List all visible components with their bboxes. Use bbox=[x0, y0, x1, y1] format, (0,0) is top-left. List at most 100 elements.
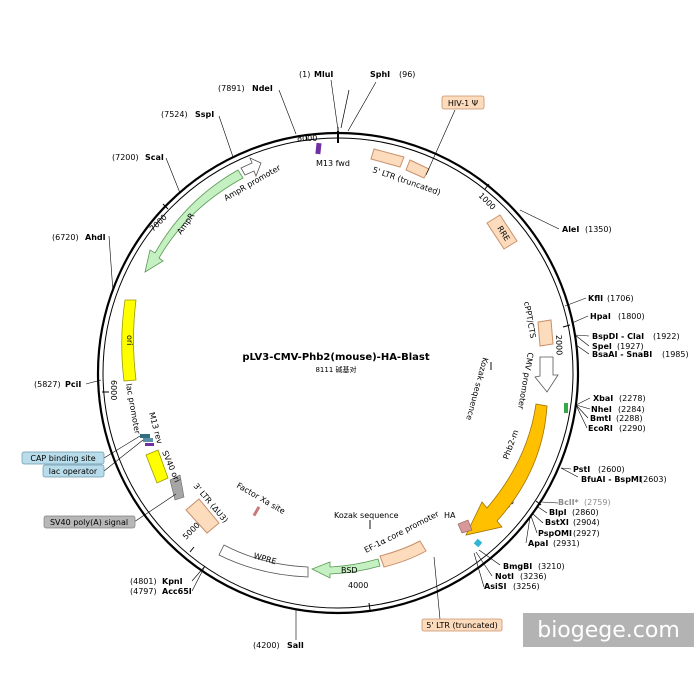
noti-cluster-marker bbox=[473, 538, 483, 548]
cmv-promoter-feature bbox=[534, 356, 559, 393]
site-kfli-pos: (1706) bbox=[607, 294, 634, 303]
plasmid-title: pLV3-CMV-Phb2(mouse)-HA-Blast bbox=[242, 352, 429, 363]
site-snabi-name: BsaAI - SnaBI bbox=[592, 350, 652, 359]
wpre-feature bbox=[218, 544, 309, 578]
site-bstxi-name: BstXI bbox=[545, 518, 569, 527]
site-sphi-name: SphI bbox=[370, 70, 390, 79]
site-pcii-pos: (5827) bbox=[34, 380, 61, 389]
5ltr-box bbox=[421, 618, 503, 632]
site-bcli-name: BclI* bbox=[558, 498, 580, 507]
site-sali-name: SalI bbox=[287, 641, 304, 650]
kozak2-feature bbox=[369, 520, 371, 529]
site-bmgbi-pos: (3210) bbox=[538, 562, 565, 571]
site-bspmi-name: BfuAI - BspMI bbox=[581, 475, 642, 484]
ampr-promoter-feature bbox=[240, 157, 262, 178]
5ltr-feature-a bbox=[370, 148, 405, 168]
3ltr-feature bbox=[185, 498, 220, 534]
site-psti-pos: (2600) bbox=[598, 465, 625, 474]
phb2-label: Phb2-m bbox=[501, 429, 520, 461]
site-ecori-pos: (2290) bbox=[619, 424, 646, 433]
ori-feature bbox=[121, 299, 137, 382]
cmv-promoter-label: CMV promoter bbox=[516, 352, 535, 411]
site-blpi-pos: (2860) bbox=[572, 508, 599, 517]
lac-operator-box bbox=[42, 464, 105, 478]
site-sspi-name: SspI bbox=[195, 110, 214, 119]
lac-operator-feature bbox=[143, 438, 153, 442]
site-sali-pos: (4200) bbox=[253, 641, 280, 650]
site-scai-name: ScaI bbox=[145, 153, 164, 162]
site-nhei-name: NheI bbox=[591, 405, 612, 414]
lac-promoter-label: lac promoter bbox=[124, 383, 142, 436]
m13-fwd-feature bbox=[315, 142, 322, 155]
site-clai-name: BspDI - ClaI bbox=[592, 332, 644, 341]
tick-7000: 7000 bbox=[148, 213, 169, 234]
factor-xa-label: Factor Xa site bbox=[235, 481, 287, 516]
bsd-feature bbox=[311, 558, 381, 579]
cppt-label: cPPT/CTS bbox=[522, 301, 537, 339]
site-ahdi-pos: (6720) bbox=[52, 233, 79, 242]
site-blpi-name: BlpI bbox=[549, 508, 567, 517]
ori-label: ori bbox=[125, 335, 134, 345]
m13-rev-feature bbox=[145, 443, 154, 446]
kozak1-feature bbox=[490, 362, 492, 370]
site-kfli-name: KflI bbox=[588, 294, 603, 303]
ha-label: HA bbox=[444, 511, 456, 520]
site-asisi-pos: (3256) bbox=[513, 582, 540, 591]
cppt-feature bbox=[537, 319, 554, 347]
site-bspmi-pos: (2603) bbox=[640, 475, 667, 484]
ampr-feature bbox=[144, 169, 244, 273]
bsd-label: BSD bbox=[341, 566, 358, 575]
site-noti-name: NotI bbox=[495, 572, 514, 581]
site-bmti-pos: (2288) bbox=[616, 414, 643, 423]
site-apai-pos: (2931) bbox=[553, 539, 580, 548]
tick-marks bbox=[102, 127, 571, 611]
tick-8000: 8000 bbox=[297, 134, 317, 143]
ha-feature bbox=[457, 519, 473, 534]
factor-xa-feature bbox=[252, 506, 261, 517]
5ltr-box-label: 5' LTR (truncated) bbox=[426, 621, 497, 630]
sv40-polya-feature bbox=[169, 474, 185, 501]
site-pcii-name: PciI bbox=[65, 380, 81, 389]
hiv-psi-box bbox=[441, 95, 485, 110]
phb2-feature bbox=[465, 403, 548, 536]
tick-6000: 6000 bbox=[109, 380, 118, 400]
site-spei-name: SpeI bbox=[592, 342, 612, 351]
site-ndei-pos: (7891) bbox=[218, 84, 245, 93]
site-kpni-name: KpnI bbox=[162, 577, 183, 586]
cap-site-box bbox=[21, 451, 105, 465]
site-bstxi-pos: (2904) bbox=[573, 518, 600, 527]
sv40-polya-box bbox=[43, 515, 136, 529]
site-pspomi-pos: (2927) bbox=[573, 529, 600, 538]
site-spei-pos: (1927) bbox=[617, 342, 644, 351]
cap-site-feature bbox=[140, 434, 150, 438]
site-asisi-name: AsiSI bbox=[484, 582, 506, 591]
site-leaders bbox=[85, 79, 591, 640]
site-apai-name: ApaI bbox=[528, 539, 548, 548]
site-kpni-pos: (4801) bbox=[130, 577, 157, 586]
site-bmgbi-name: BmgBI bbox=[503, 562, 532, 571]
site-clai-pos: (1922) bbox=[653, 332, 680, 341]
kozak2-label: Kozak sequence bbox=[334, 511, 399, 520]
tick-1000: 1000 bbox=[477, 191, 498, 212]
site-noti-pos: (3236) bbox=[520, 572, 547, 581]
site-acc65i-pos: (4797) bbox=[130, 587, 157, 596]
site-bmti-name: BmtI bbox=[590, 414, 611, 423]
ecori-cluster-marker bbox=[564, 403, 568, 413]
mlui-leader bbox=[340, 89, 350, 129]
site-ndei-name: NdeI bbox=[252, 84, 273, 93]
site-scai-pos: (7200) bbox=[112, 153, 139, 162]
5ltr-feature-b bbox=[405, 159, 430, 179]
site-pspomi-name: PspOMI bbox=[538, 529, 572, 538]
watermark: biogege.com bbox=[523, 613, 694, 647]
site-snabi-pos: (1985) bbox=[662, 350, 689, 359]
cap-site-label: CAP binding site bbox=[30, 454, 95, 463]
kozak1-label: Kozak sequence bbox=[464, 356, 489, 421]
site-alei-pos: (1350) bbox=[585, 225, 612, 234]
hiv-psi-label: HIV-1 Ψ bbox=[448, 99, 478, 108]
site-hpai-pos: (1800) bbox=[618, 312, 645, 321]
rre-feature bbox=[486, 214, 518, 250]
site-mlui-name: MluI bbox=[314, 70, 333, 79]
site-ecori-name: EcoRI bbox=[588, 424, 613, 433]
sv40-polya-label: SV40 poly(A) signal bbox=[50, 518, 128, 527]
